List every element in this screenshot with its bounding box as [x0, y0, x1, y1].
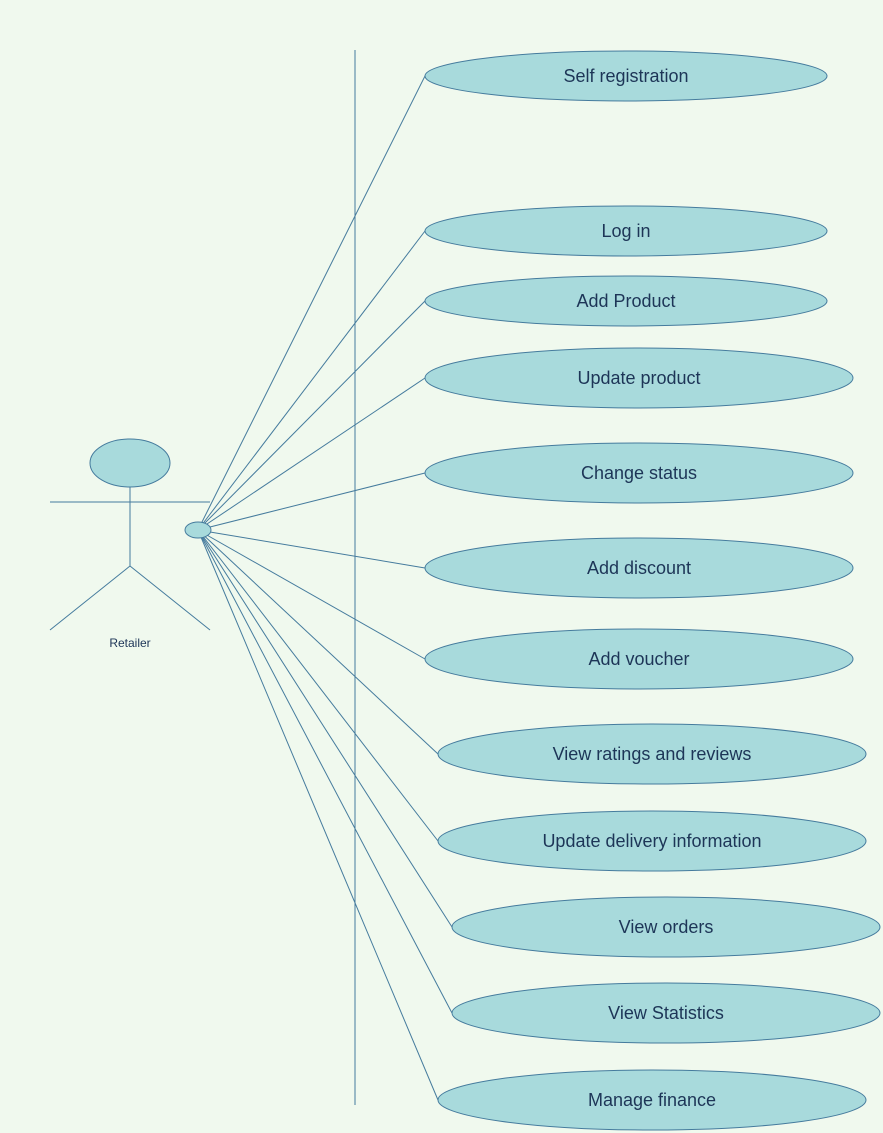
- use-case-update-product[interactable]: Update product: [424, 347, 854, 409]
- use-case-label: Update delivery information: [542, 831, 761, 851]
- use-case-label: Update product: [577, 368, 700, 388]
- use-case-ellipse: [424, 275, 828, 327]
- association-view-ratings-and-reviews: [197, 529, 439, 755]
- association-manage-finance: [197, 529, 439, 1101]
- use-case-add-discount[interactable]: Add discount: [424, 537, 854, 599]
- association-add-voucher: [197, 529, 426, 660]
- use-case-label: Add Product: [576, 291, 675, 311]
- use-case-view-statistics[interactable]: View Statistics: [451, 982, 881, 1044]
- association-update-delivery-information: [197, 529, 439, 842]
- use-case-label: Add voucher: [588, 649, 689, 669]
- use-case-log-in[interactable]: Log in: [424, 205, 828, 257]
- use-case-ellipse: [424, 442, 854, 504]
- actor-head: [89, 438, 171, 488]
- use-case-update-delivery-information[interactable]: Update delivery information: [437, 810, 867, 872]
- actor-retailer[interactable]: Retailer: [49, 438, 211, 650]
- use-case-label: Change status: [581, 463, 697, 483]
- use-case-view-orders[interactable]: View orders: [451, 896, 881, 958]
- use-case-ellipse: [437, 810, 867, 872]
- use-case-ellipse: [437, 723, 867, 785]
- association-self-registration: [197, 75, 426, 531]
- use-case-add-product[interactable]: Add Product: [424, 275, 828, 327]
- actor-label: Retailer: [109, 636, 150, 650]
- use-case-change-status[interactable]: Change status: [424, 442, 854, 504]
- use-case-label: View Statistics: [608, 1003, 724, 1023]
- use-case-label: View ratings and reviews: [553, 744, 752, 764]
- actor-right-leg: [129, 565, 211, 631]
- use-case-ellipse: [451, 982, 881, 1044]
- association-add-product: [197, 300, 426, 531]
- use-case-self-registration[interactable]: Self registration: [424, 50, 828, 102]
- association-view-orders: [197, 529, 453, 928]
- use-case-label: Log in: [601, 221, 650, 241]
- association-log-in: [197, 230, 426, 531]
- association-change-status: [197, 472, 426, 531]
- association-hub: [184, 521, 212, 539]
- use-case-ellipse: [424, 628, 854, 690]
- use-case-ellipse: [451, 896, 881, 958]
- use-case-label: Manage finance: [588, 1090, 716, 1110]
- use-case-ellipse: [424, 50, 828, 102]
- actor-left-leg: [49, 565, 131, 631]
- use-case-ellipse: [424, 347, 854, 409]
- use-case-ellipse: [424, 537, 854, 599]
- use-case-view-ratings-and-reviews[interactable]: View ratings and reviews: [437, 723, 867, 785]
- association-lines: [197, 75, 453, 1101]
- association-update-product: [197, 377, 426, 531]
- use-case-add-voucher[interactable]: Add voucher: [424, 628, 854, 690]
- use-case-label: Add discount: [587, 558, 691, 578]
- use-case-label: View orders: [619, 917, 714, 937]
- use-case-ellipse: [424, 205, 828, 257]
- use-case-manage-finance[interactable]: Manage finance: [437, 1069, 867, 1131]
- use-case-label: Self registration: [563, 66, 688, 86]
- association-view-statistics: [197, 529, 453, 1014]
- association-add-discount: [197, 529, 426, 569]
- use-case-ellipse: [437, 1069, 867, 1131]
